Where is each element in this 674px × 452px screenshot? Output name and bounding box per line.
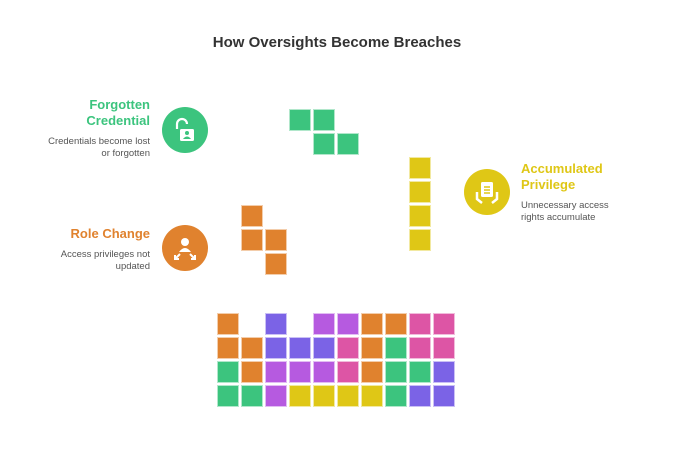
pile-block	[241, 337, 263, 359]
pile-block	[361, 313, 383, 335]
description-line: or forgotten	[101, 148, 150, 159]
pile-block	[337, 361, 359, 383]
description-line: Credentials become lost	[48, 136, 150, 147]
orange-s-piece-block	[265, 253, 287, 275]
orange-s-piece-block	[241, 205, 263, 227]
hands-document-icon	[464, 169, 510, 215]
pile-block	[433, 313, 455, 335]
pile-block	[385, 361, 407, 383]
pile-block	[217, 313, 239, 335]
pile-block	[289, 361, 311, 383]
pile-block	[361, 361, 383, 383]
pile-block	[265, 337, 287, 359]
green-z-piece-block	[337, 133, 359, 155]
yellow-i-piece-block	[409, 181, 431, 203]
pile-block	[313, 361, 335, 383]
forgotten-credential-heading: Forgotten Credential	[40, 97, 150, 129]
heading-line: Privilege	[521, 177, 576, 192]
diagram-title: How Oversights Become Breaches	[212, 34, 462, 51]
yellow-i-piece-block	[409, 157, 431, 179]
pile-block	[385, 385, 407, 407]
heading-line: Credential	[86, 113, 150, 128]
pile-block	[385, 313, 407, 335]
pile-block	[289, 337, 311, 359]
heading-line: Accumulated	[521, 161, 603, 176]
pile-block	[265, 361, 287, 383]
description-line: updated	[115, 261, 150, 272]
pile-block	[433, 361, 455, 383]
pile-block	[385, 337, 407, 359]
pile-block	[217, 361, 239, 383]
pile-block	[337, 313, 359, 335]
unlocked-padlock-icon	[162, 107, 208, 153]
pile-block	[313, 313, 335, 335]
description-line: Access privileges not	[60, 249, 150, 260]
orange-s-piece-block	[241, 229, 263, 251]
person-arrows-icon	[162, 225, 208, 271]
description-line: rights accumulate	[521, 212, 596, 223]
accumulated-privilege-description: Unnecessary access rights accumulate	[521, 200, 651, 224]
role-change-description: Access privileges not updated	[20, 249, 150, 273]
pile-block	[241, 385, 263, 407]
yellow-i-piece-block	[409, 205, 431, 227]
pile-block	[337, 385, 359, 407]
accumulated-privilege-heading: Accumulated Privilege	[521, 161, 641, 193]
green-z-piece-block	[313, 133, 335, 155]
pile-block	[313, 385, 335, 407]
pile-block	[265, 385, 287, 407]
pile-block	[217, 385, 239, 407]
green-z-piece-block	[289, 109, 311, 131]
heading-line: Role Change	[70, 226, 150, 241]
pile-block	[409, 385, 431, 407]
pile-block	[433, 385, 455, 407]
pile-block	[217, 337, 239, 359]
pile-block	[409, 337, 431, 359]
heading-line: Forgotten	[89, 97, 150, 112]
forgotten-credential-description: Credentials become lost or forgotten	[20, 136, 150, 160]
description-line: Unnecessary access	[521, 200, 609, 211]
yellow-i-piece-block	[409, 229, 431, 251]
pile-block	[265, 313, 287, 335]
orange-s-piece-block	[265, 229, 287, 251]
role-change-heading: Role Change	[40, 226, 150, 242]
pile-block	[313, 337, 335, 359]
pile-block	[409, 313, 431, 335]
pile-block	[289, 385, 311, 407]
pile-block	[241, 361, 263, 383]
pile-block	[409, 361, 431, 383]
pile-block	[361, 385, 383, 407]
pile-block	[337, 337, 359, 359]
pile-block	[361, 337, 383, 359]
pile-block	[433, 337, 455, 359]
green-z-piece-block	[313, 109, 335, 131]
